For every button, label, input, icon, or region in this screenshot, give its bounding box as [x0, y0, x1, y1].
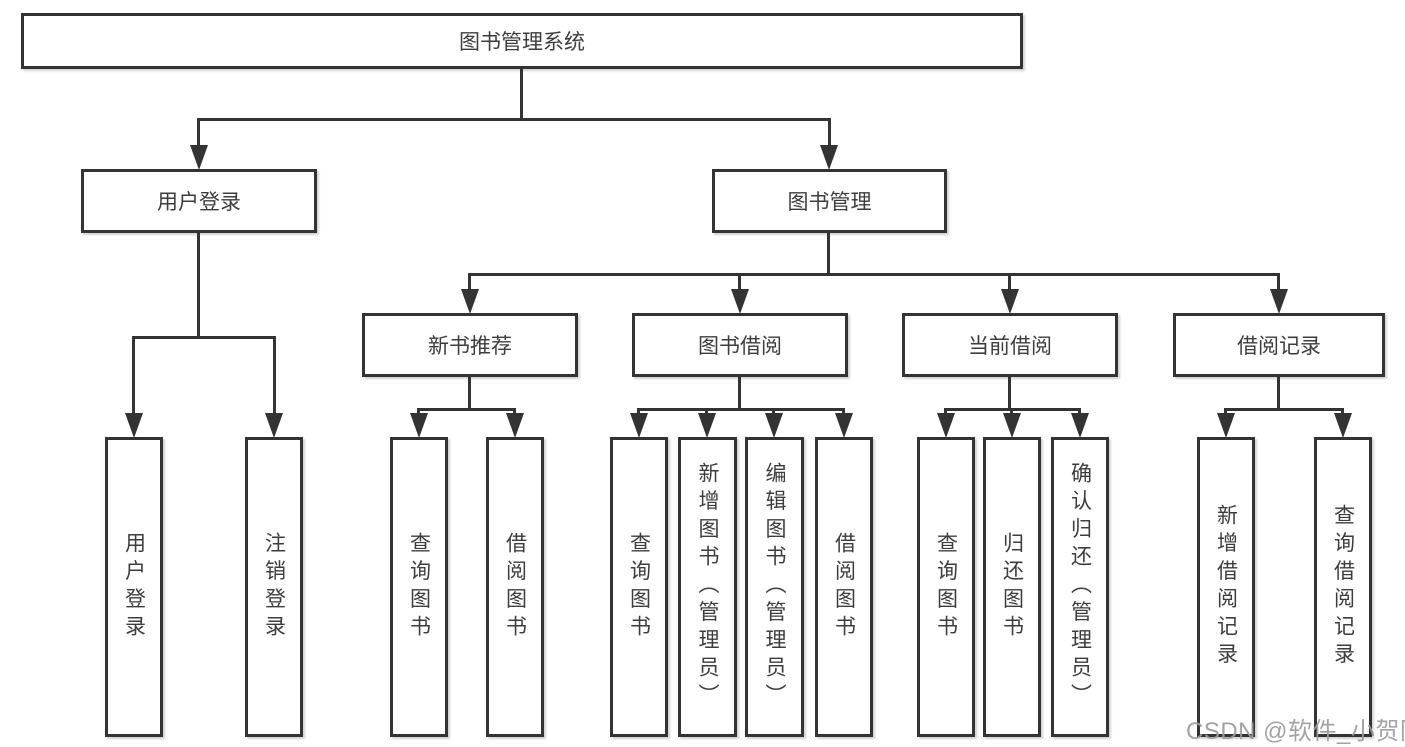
connector-book-mgmt-branch — [468, 273, 1280, 276]
connector-root-stem — [520, 69, 523, 118]
node-book-management-label: 图书管理 — [787, 191, 872, 214]
node-current-borrowing-label: 当前借阅 — [968, 335, 1052, 358]
connector-to-current-borrow — [1008, 273, 1011, 291]
connector-to-nb-borrow — [513, 408, 516, 415]
connector-to-bb-edit — [772, 408, 775, 415]
csdn-watermark: CSDN @软件_小贺同学 — [1186, 718, 1405, 745]
leaf-query-borrow-record: 查询借阅记录 — [1314, 437, 1372, 737]
connector-to-br-query — [1341, 408, 1344, 415]
connector-to-ul-login — [132, 336, 135, 415]
connector-book-mgmt-stem — [827, 233, 830, 273]
node-book-management: 图书管理 — [712, 169, 947, 233]
leaf-return-books: 归还图书 — [983, 437, 1041, 737]
arrowhead-bb-edit — [765, 413, 783, 438]
leaf-confirm-return-admin-label: 确认归还（管理员） — [1068, 462, 1092, 712]
node-new-book-recommend: 新书推荐 — [362, 313, 578, 377]
arrowhead-bb-add — [698, 413, 716, 438]
connector-user-login-branch — [132, 336, 276, 339]
arrowhead-br-add — [1217, 413, 1235, 438]
arrowhead-br-query — [1334, 413, 1352, 438]
connector-to-book-mgmt — [828, 118, 831, 147]
leaf-add-book-admin-label: 新增图书（管理员） — [696, 462, 719, 712]
node-borrow-records: 借阅记录 — [1173, 313, 1385, 377]
leaf-return-books-label: 归还图书 — [1000, 531, 1024, 643]
leaf-query-books-recommend-label: 查询图书 — [407, 531, 431, 643]
connector-to-cb-query — [944, 408, 947, 415]
connector-borrow-records-stem — [1277, 377, 1280, 408]
arrowhead-bb-query — [630, 413, 648, 438]
leaf-add-borrow-record-label: 新增借阅记录 — [1214, 503, 1238, 671]
leaf-query-borrow-record-label: 查询借阅记录 — [1331, 503, 1355, 671]
leaf-borrow-books-borrowing-label: 借阅图书 — [832, 531, 856, 643]
connector-to-book-borrow — [738, 273, 741, 291]
connector-to-ul-logout — [273, 336, 276, 415]
node-borrow-records-label: 借阅记录 — [1237, 335, 1321, 358]
connector-book-borrow-stem — [738, 377, 741, 408]
arrowhead-book-mgmt — [820, 145, 838, 170]
connector-to-cb-return — [1010, 408, 1013, 415]
leaf-query-books-recommend: 查询图书 — [390, 437, 448, 737]
arrowhead-bb-borrow — [835, 413, 853, 438]
leaf-confirm-return-admin: 确认归还（管理员） — [1051, 437, 1109, 737]
arrowhead-cb-query — [937, 413, 955, 438]
leaf-logout-login: 注销登录 — [245, 437, 303, 737]
leaf-query-books-current: 查询图书 — [917, 437, 975, 737]
node-book-borrowing-label: 图书借阅 — [698, 335, 782, 358]
arrowhead-ul-login — [125, 413, 143, 438]
leaf-query-books-borrowing: 查询图书 — [610, 437, 668, 737]
connector-to-borrow-records — [1277, 273, 1280, 291]
connector-to-bb-add — [705, 408, 708, 415]
node-book-borrowing: 图书借阅 — [632, 313, 848, 377]
arrowhead-nb-borrow — [506, 413, 524, 438]
arrowhead-borrow-records — [1270, 289, 1288, 314]
arrowhead-new-book-rec — [461, 289, 479, 314]
leaf-user-login: 用户登录 — [105, 437, 163, 737]
node-current-borrowing: 当前借阅 — [902, 313, 1118, 377]
leaf-borrow-books-recommend-label: 借阅图书 — [503, 531, 527, 643]
connector-to-bb-query — [637, 408, 640, 415]
connector-book-borrow-branch — [637, 408, 845, 411]
connector-borrow-records-branch — [1224, 408, 1344, 411]
arrowhead-book-borrow — [731, 289, 749, 314]
connector-new-book-rec-stem — [468, 377, 471, 408]
leaf-user-login-label: 用户登录 — [122, 531, 146, 643]
connector-new-book-rec-branch — [417, 408, 516, 411]
arrowhead-cb-confirm — [1071, 413, 1089, 438]
arrowhead-nb-query — [410, 413, 428, 438]
arrowhead-ul-logout — [265, 413, 283, 438]
node-user-login-label: 用户登录 — [157, 191, 241, 214]
node-user-login: 用户登录 — [81, 169, 317, 233]
connector-to-new-book-rec — [468, 273, 471, 291]
leaf-query-books-borrowing-label: 查询图书 — [627, 531, 651, 643]
arrowhead-user-login — [190, 145, 208, 170]
arrowhead-cb-return — [1003, 413, 1021, 438]
leaf-borrow-books-recommend: 借阅图书 — [486, 437, 544, 737]
connector-to-nb-query — [417, 408, 420, 415]
connector-to-user-login — [197, 118, 200, 147]
connector-to-bb-borrow — [842, 408, 845, 415]
arrowhead-current-borrow — [1001, 289, 1019, 314]
connector-root-branch — [197, 118, 831, 121]
node-library-system: 图书管理系统 — [21, 13, 1023, 69]
connector-current-borrow-stem — [1008, 377, 1011, 408]
leaf-query-books-current-label: 查询图书 — [934, 531, 958, 643]
leaf-logout-login-label: 注销登录 — [262, 531, 286, 643]
leaf-add-borrow-record: 新增借阅记录 — [1197, 437, 1255, 737]
connector-to-br-add — [1224, 408, 1227, 415]
leaf-edit-book-admin: 编辑图书（管理员） — [745, 437, 804, 737]
connector-user-login-stem — [197, 233, 200, 336]
node-new-book-recommend-label: 新书推荐 — [428, 335, 512, 358]
leaf-edit-book-admin-label: 编辑图书（管理员） — [763, 462, 786, 712]
leaf-borrow-books-borrowing: 借阅图书 — [815, 437, 873, 737]
leaf-add-book-admin: 新增图书（管理员） — [678, 437, 737, 737]
connector-to-cb-confirm — [1078, 408, 1081, 415]
node-library-system-label: 图书管理系统 — [459, 31, 585, 54]
